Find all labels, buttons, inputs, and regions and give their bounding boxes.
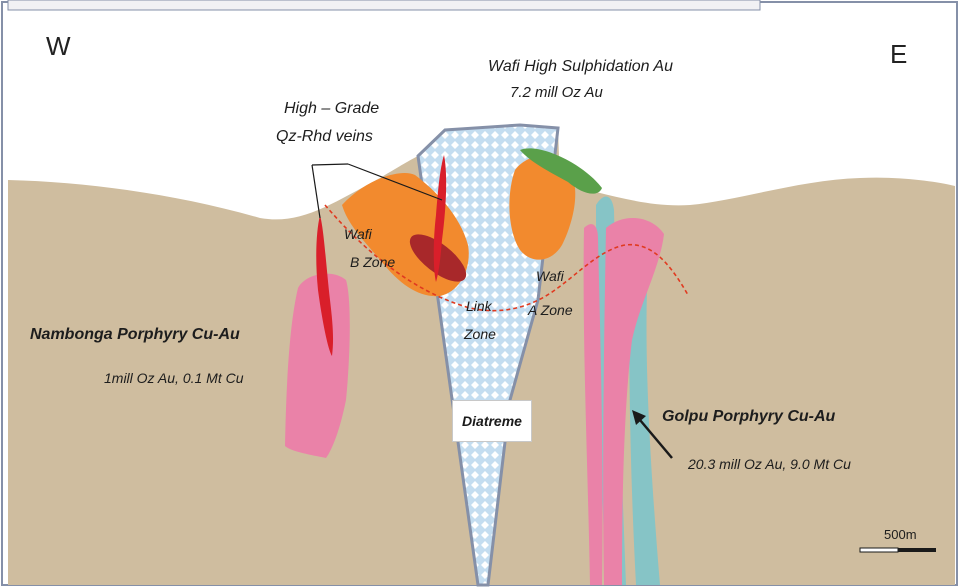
nambonga-resource: 1mill Oz Au, 0.1 Mt Cu: [104, 370, 244, 386]
wafi-a-label-line2: A Zone: [528, 302, 573, 318]
wafi-b-label-line2: B Zone: [350, 254, 395, 270]
nambonga-title: Nambonga Porphyry Cu-Au: [30, 326, 240, 344]
golpu-title: Golpu Porphyry Cu-Au: [662, 408, 835, 426]
wafi-b-label-line1: Wafi: [344, 226, 372, 242]
vein-label-line2: Qz-Rhd veins: [276, 128, 373, 146]
top-frame-bar: [8, 0, 760, 10]
diatreme-label-box: Diatreme: [452, 400, 532, 442]
vein-label-line1: High – Grade: [284, 100, 379, 118]
golpu-resource: 20.3 mill Oz Au, 9.0 Mt Cu: [688, 456, 851, 472]
diatreme-label: Diatreme: [462, 413, 522, 429]
link-zone-label-line1: Link: [466, 298, 492, 314]
compass-east: E: [890, 40, 907, 70]
compass-west: W: [46, 32, 71, 62]
scale-label: 500m: [884, 528, 917, 543]
wafi-a-label-line1: Wafi: [536, 268, 564, 284]
wafi-hs-title: Wafi High Sulphidation Au: [488, 58, 673, 76]
link-zone-label-line2: Zone: [464, 326, 496, 342]
scale-bar: [860, 548, 936, 552]
wafi-hs-resource: 7.2 mill Oz Au: [510, 84, 603, 101]
